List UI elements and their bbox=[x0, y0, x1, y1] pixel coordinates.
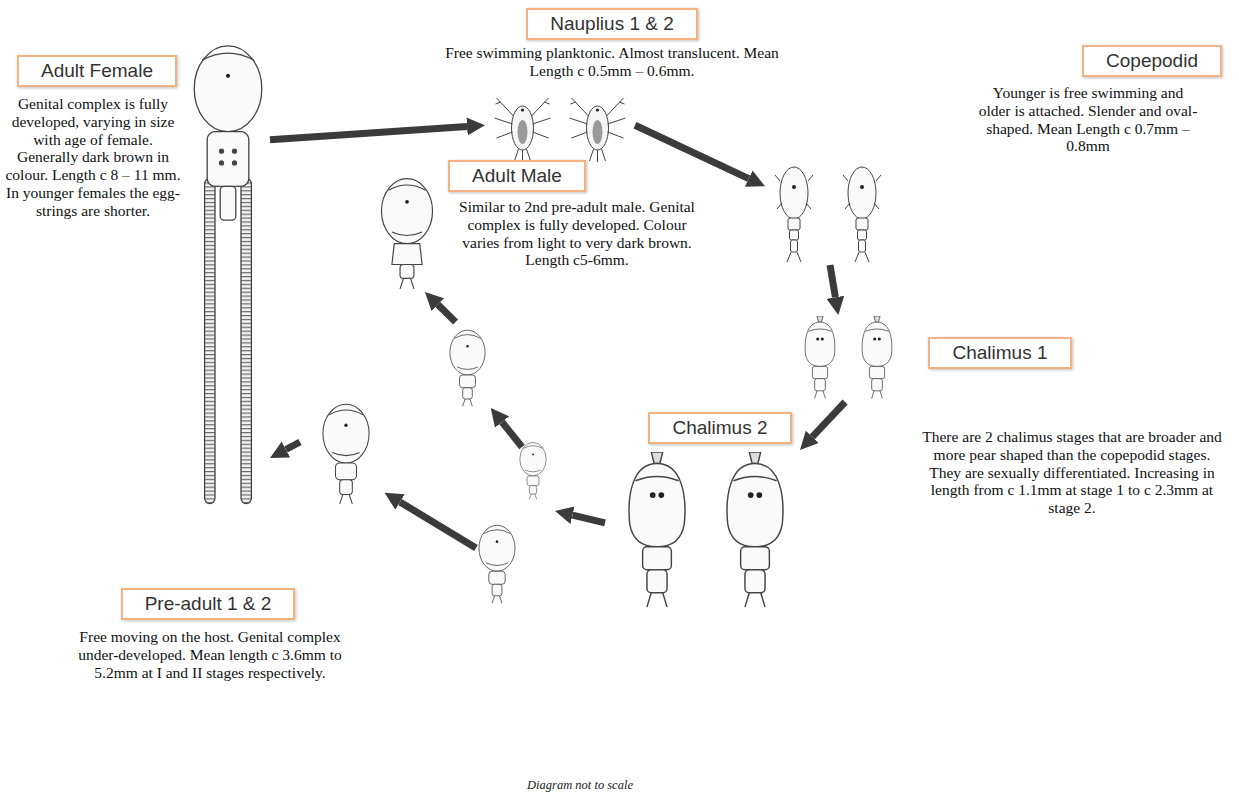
preadult-drawing bbox=[323, 404, 369, 504]
stage-node: Pre-adult 1 & 2Free moving on the host. … bbox=[300, 322, 555, 622]
lifecycle-arrow bbox=[635, 125, 749, 178]
stage-heading: Nauplius 1 & 2 bbox=[526, 8, 698, 40]
stage-node: Adult FemaleGenital complex is fully dev… bbox=[186, 40, 270, 515]
preadult-drawing bbox=[479, 525, 515, 603]
stage-heading: Copepodid bbox=[1082, 45, 1222, 77]
lifecycle-arrow bbox=[270, 126, 467, 139]
copepodid-drawing bbox=[775, 167, 813, 262]
stage-heading: Pre-adult 1 & 2 bbox=[121, 588, 296, 620]
stage-description: Younger is free swimming and older is at… bbox=[978, 84, 1198, 155]
stage-node: Adult MaleSimilar to 2nd pre-adult male.… bbox=[368, 172, 446, 292]
scale-note: Diagram not to scale bbox=[527, 778, 633, 793]
lifecycle-arrow bbox=[812, 402, 845, 437]
stage-description: Similar to 2nd pre-adult male. Genital c… bbox=[450, 198, 705, 269]
chalimus-drawing bbox=[805, 316, 835, 398]
lifecycle-arrow bbox=[286, 442, 300, 450]
stage-heading: Chalimus 1 bbox=[928, 337, 1071, 369]
copepodid-drawing bbox=[843, 167, 881, 262]
nauplius-drawing bbox=[570, 98, 626, 162]
nauplius-drawing bbox=[495, 98, 551, 162]
stage-description: There are 2 chalimus stages that are bro… bbox=[917, 428, 1227, 517]
lifecycle-arrow bbox=[830, 265, 835, 297]
stage-heading: Adult Female bbox=[17, 55, 177, 87]
chalimus-drawing bbox=[862, 316, 892, 398]
stage-description: Free moving on the host. Genital complex… bbox=[65, 628, 355, 681]
stage-node: Chalimus 2 bbox=[605, 450, 805, 612]
lifecycle-arrow bbox=[573, 515, 605, 523]
stage-node: Chalimus 1There are 2 chalimus stages th… bbox=[792, 315, 905, 402]
stage-description: Genital complex is fully developed, vary… bbox=[3, 95, 183, 220]
stage-node: CopepodidYounger is free swimming and ol… bbox=[765, 160, 890, 265]
stage-node: Nauplius 1 & 2Free swimming planktonic. … bbox=[485, 90, 635, 162]
adult-male-drawing bbox=[381, 179, 432, 289]
preadult-drawing bbox=[520, 442, 546, 499]
stage-heading: Adult Male bbox=[448, 160, 586, 192]
stage-description: Free swimming planktonic. Almost translu… bbox=[442, 44, 782, 80]
chalimus-drawing bbox=[727, 452, 783, 607]
chalimus-drawing bbox=[629, 452, 685, 607]
lifecycle-arrow bbox=[438, 305, 456, 322]
moult-arrow bbox=[502, 422, 522, 447]
preadult-drawing bbox=[450, 330, 485, 406]
stage-heading: Chalimus 2 bbox=[648, 412, 791, 444]
adult-female-drawing bbox=[194, 46, 262, 504]
moult-arrow bbox=[400, 502, 476, 548]
